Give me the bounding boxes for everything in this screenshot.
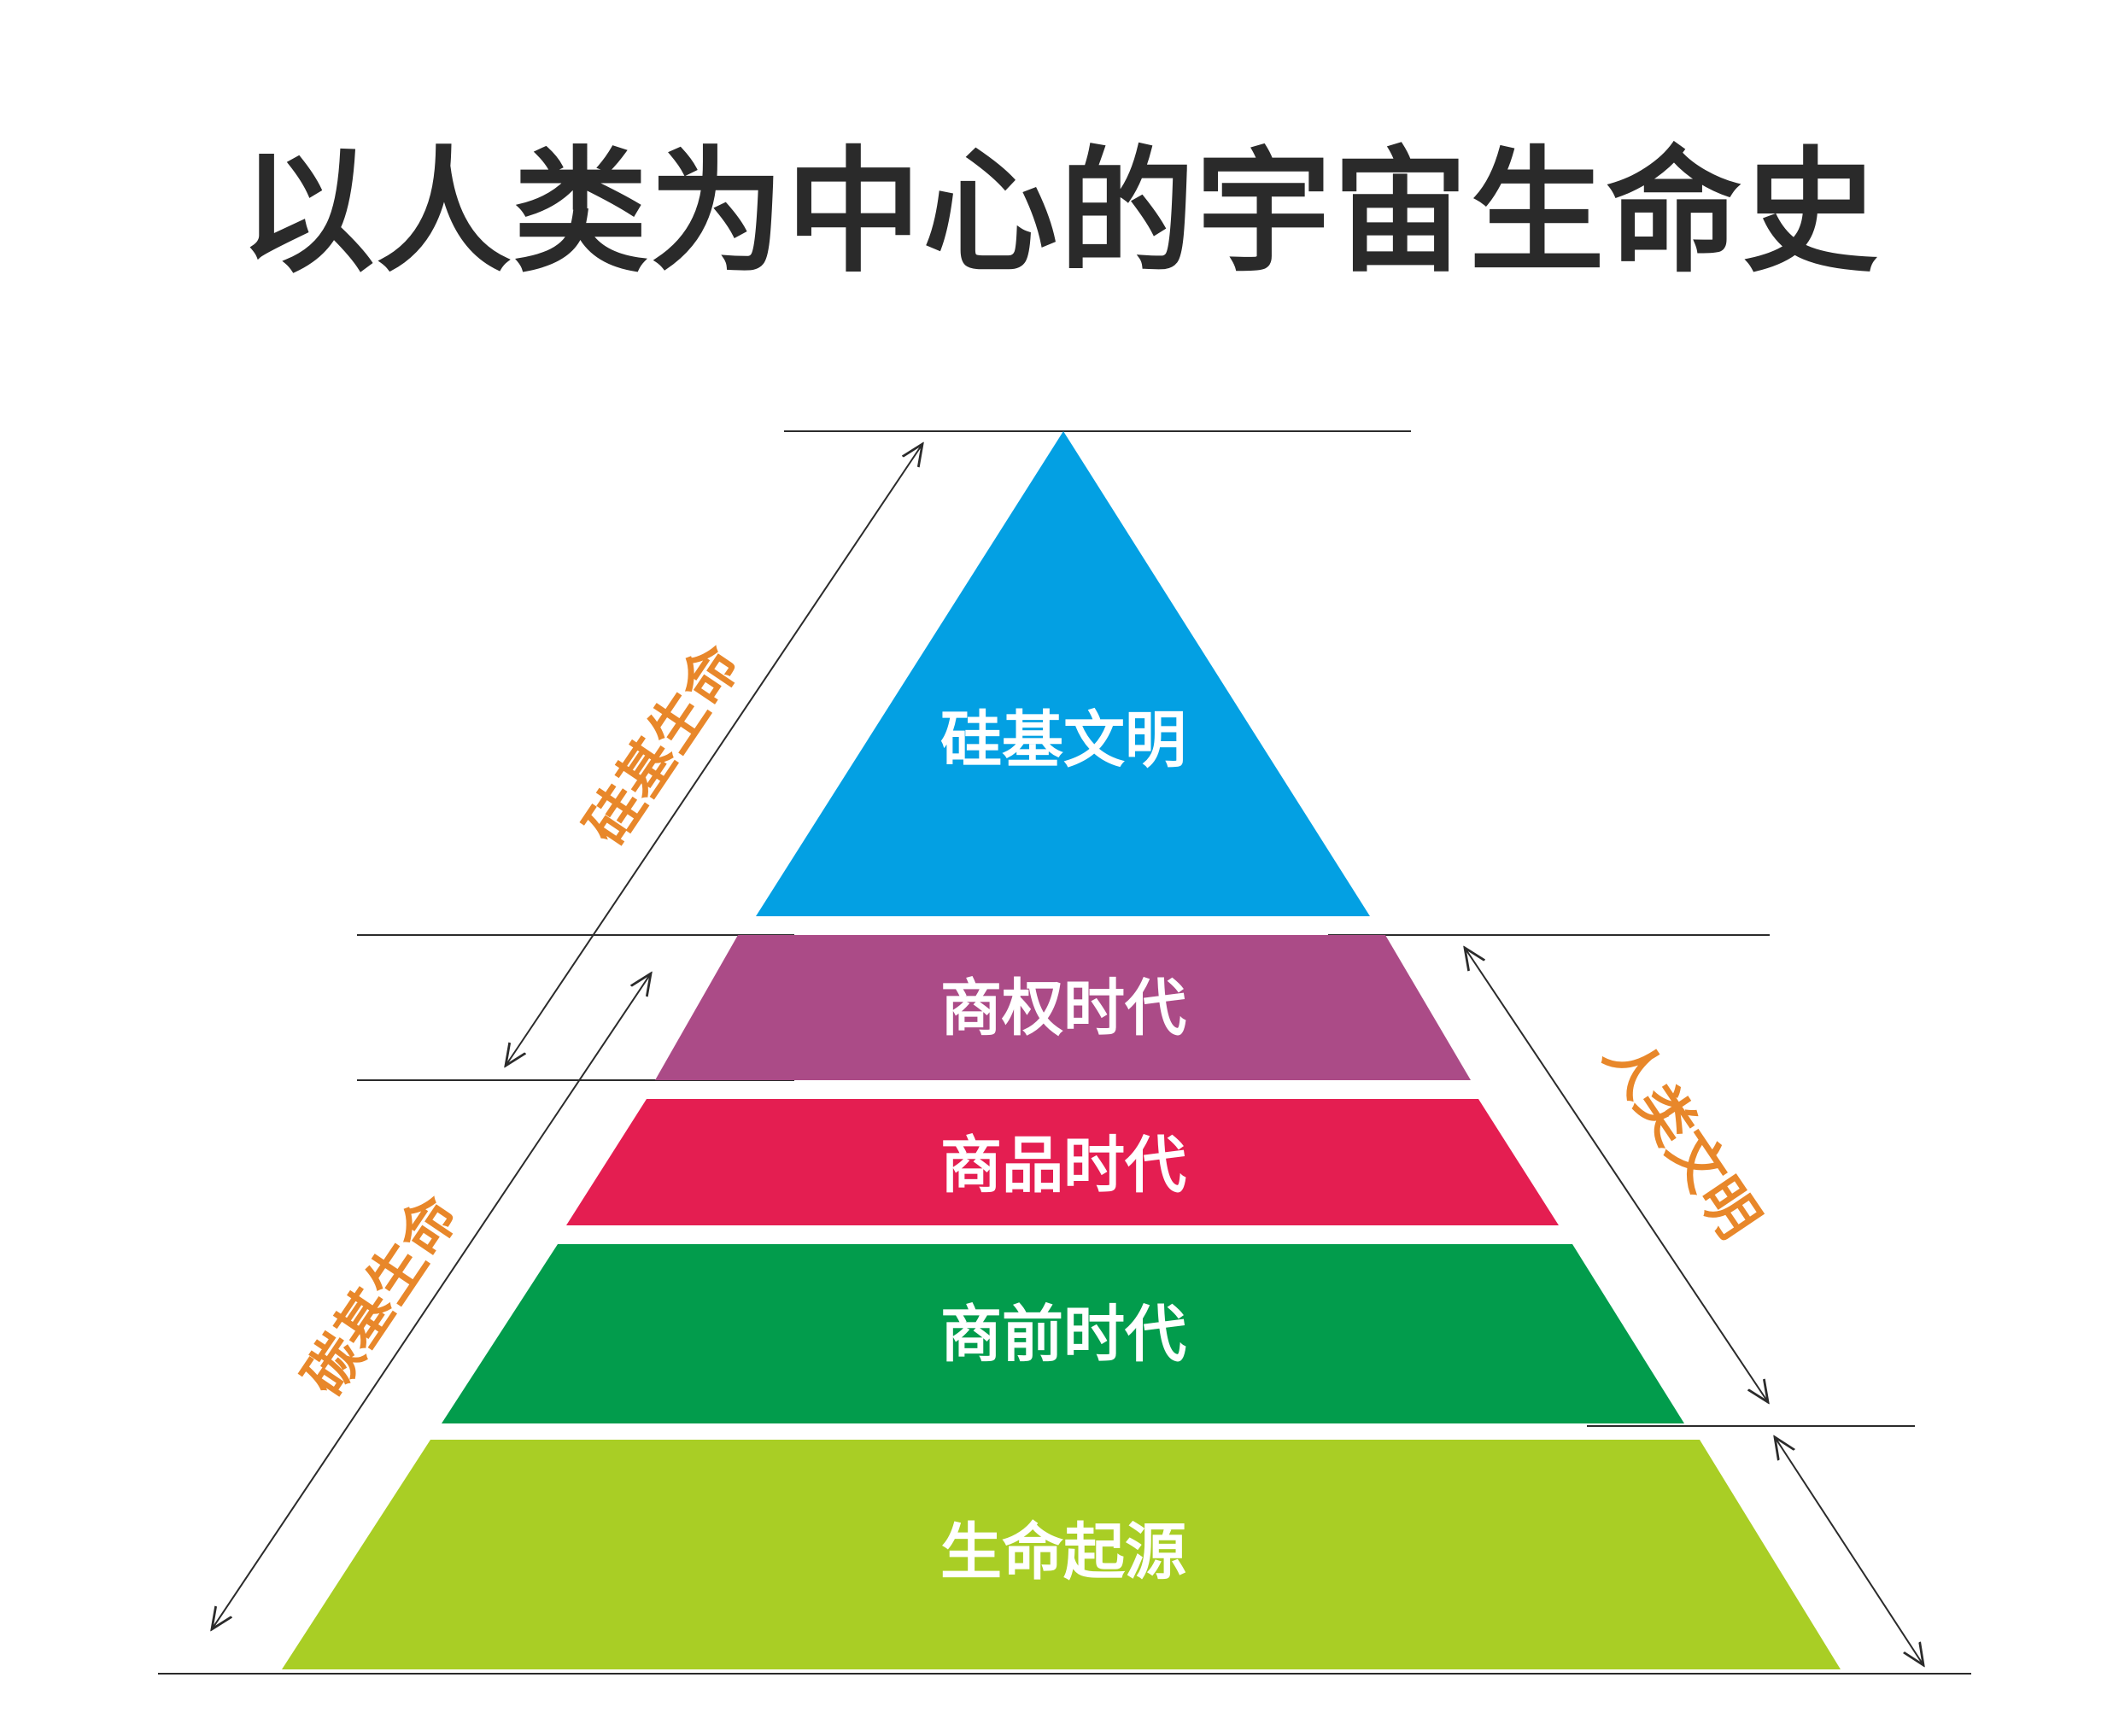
- side-label-human-civilization: 人类文明: [1591, 1026, 1771, 1250]
- carbon-life-span-arrow: [212, 973, 651, 1629]
- side-label-carbon-life: 碳基生命: [291, 1184, 471, 1408]
- layer-origin-of-life: [282, 1440, 1841, 1669]
- layer-label-commodity-era: 商品时代: [940, 1130, 1186, 1201]
- layer-silicon-civilization: [756, 431, 1370, 916]
- silicon-life-span-arrow: [506, 444, 922, 1066]
- human-civilization-span-arrow: [1465, 948, 1768, 1402]
- layer-label-commercial-rights-era: 商权时代: [940, 973, 1186, 1044]
- layer-label-pre-commodity-era: 商前时代: [940, 1299, 1186, 1371]
- layer-label-silicon-civilization: 硅基文明: [940, 704, 1186, 776]
- page-title: 以人类为中心的宇宙生命史: [239, 134, 1880, 291]
- layer-pre-commodity-era: [442, 1244, 1684, 1423]
- layer-label-origin-of-life: 生命起源: [940, 1517, 1186, 1588]
- layer-commodity-era: [566, 1099, 1559, 1225]
- origin-span-arrow: [1775, 1437, 1923, 1665]
- side-label-silicon-life: 硅基生命: [573, 634, 753, 857]
